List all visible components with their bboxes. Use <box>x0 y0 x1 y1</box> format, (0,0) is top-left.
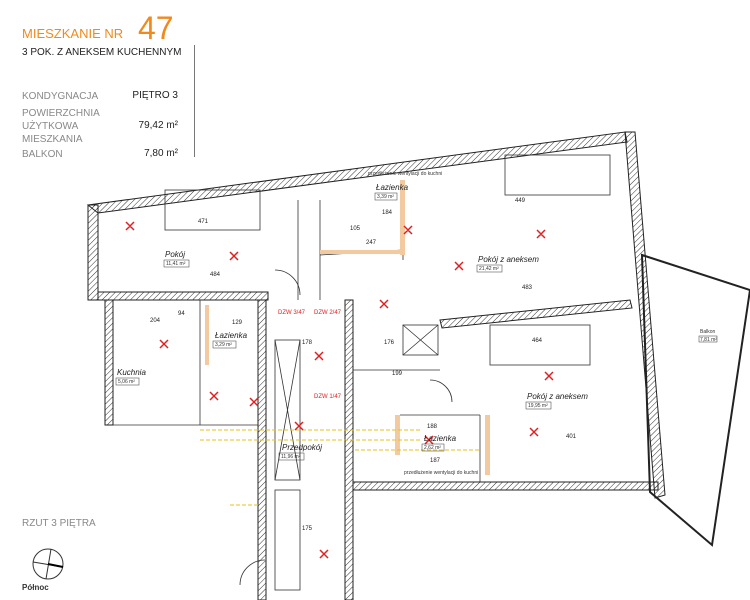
svg-text:401: 401 <box>566 434 577 440</box>
room-label-lazienka-1: Łazienka 3,39 m² <box>374 183 409 201</box>
room-label-balkon: Balkon 7,81 m² <box>698 329 717 343</box>
bathroom-partitions <box>205 180 490 475</box>
spec-value-area: 79,42 m² <box>138 120 178 131</box>
room-label-pokoj-1: Pokój 11,41 m² <box>163 250 190 268</box>
svg-text:3,39 m²: 3,39 m² <box>377 194 394 200</box>
dimension-labels: 471 484 204 94 129 178 176 199 105 247 1… <box>150 198 577 532</box>
apartment-title: MIESZKANIE NR <box>22 26 124 41</box>
room-label-przedpokoj: Przedpokój 11,96 m² <box>278 443 322 461</box>
compass-label: Północ <box>22 583 49 592</box>
svg-text:94: 94 <box>178 311 185 317</box>
svg-text:105: 105 <box>350 226 361 232</box>
ventilation-notes: przedłużenie wentylacji do kuchni przedł… <box>368 171 478 476</box>
svg-text:129: 129 <box>232 320 243 326</box>
svg-text:19,95 m²: 19,95 m² <box>528 403 548 409</box>
svg-text:Pokój: Pokój <box>165 250 185 259</box>
balcony-outline <box>640 253 750 547</box>
svg-text:484: 484 <box>210 272 221 278</box>
svg-text:DZW 1/47: DZW 1/47 <box>314 394 342 400</box>
svg-text:187: 187 <box>430 458 441 464</box>
svg-text:247: 247 <box>366 240 377 246</box>
svg-text:7,81 m²: 7,81 m² <box>700 337 717 343</box>
plan-title: RZUT 3 PIĘTRA <box>22 518 96 529</box>
room-label-pokoj-z-aneksem-1: Pokój z aneksem 21,42 m² <box>476 255 539 273</box>
room-label-lazienka-3: Łazienka 2,62 m² <box>421 434 457 452</box>
room-label-kuchnia: Kuchnia 5,06 m² <box>115 368 146 386</box>
svg-text:przedłużenie wentylacji do kuc: przedłużenie wentylacji do kuchni <box>368 171 442 177</box>
svg-text:Przedpokój: Przedpokój <box>282 443 322 452</box>
svg-text:DZW 3/47: DZW 3/47 <box>278 310 306 316</box>
svg-text:5,06 m²: 5,06 m² <box>118 379 135 385</box>
svg-text:Łazienka: Łazienka <box>424 434 457 443</box>
svg-text:464: 464 <box>532 338 543 344</box>
svg-text:176: 176 <box>384 340 395 346</box>
svg-text:178: 178 <box>302 340 313 346</box>
electrical-markers <box>125 221 554 559</box>
svg-text:483: 483 <box>522 285 533 291</box>
svg-text:Balkon: Balkon <box>700 329 716 335</box>
svg-text:184: 184 <box>382 210 393 216</box>
svg-text:11,41 m²: 11,41 m² <box>166 261 186 267</box>
door-labels: DZW 3/47 DZW 2/47 DZW 1/47 <box>278 310 342 400</box>
svg-text:Kuchnia: Kuchnia <box>117 368 146 377</box>
svg-text:przedłużenie wentylacji do kuc: przedłużenie wentylacji do kuchni <box>404 470 478 476</box>
svg-text:11,96 m²: 11,96 m² <box>281 454 301 460</box>
svg-text:Pokój z aneksem: Pokój z aneksem <box>527 392 588 401</box>
spec-value-floor: PIĘTRO 3 <box>132 90 178 101</box>
spec-label-balcony: BALKON <box>22 149 63 160</box>
room-label-lazienka-2: Łazienka 3,29 m² <box>212 331 248 349</box>
svg-text:DZW 2/47: DZW 2/47 <box>314 310 342 316</box>
svg-text:Łazienka: Łazienka <box>376 183 409 192</box>
svg-text:Łazienka: Łazienka <box>215 331 248 340</box>
svg-text:21,42 m²: 21,42 m² <box>479 266 499 272</box>
room-label-pokoj-z-aneksem-2: Pokój z aneksem 19,95 m² <box>525 392 588 410</box>
spec-label-floor: KONDYGNACJA <box>22 91 99 102</box>
svg-text:188: 188 <box>427 424 438 430</box>
spec-label-area: POWIERZCHNIA UŻYTKOWA MIESZKANIA <box>22 108 100 145</box>
svg-text:199: 199 <box>392 371 403 377</box>
svg-text:204: 204 <box>150 318 161 324</box>
svg-text:175: 175 <box>302 526 313 532</box>
compass-icon <box>32 548 64 580</box>
interior-walls <box>113 154 611 591</box>
svg-text:2,62 m²: 2,62 m² <box>424 445 441 451</box>
spec-value-balcony: 7,80 m² <box>144 148 178 159</box>
svg-text:449: 449 <box>515 198 526 204</box>
apartment-subtitle: 3 POK. Z ANEKSEM KUCHENNYM <box>22 47 182 58</box>
apartment-number: 47 <box>138 10 174 46</box>
exterior-walls <box>86 131 666 600</box>
svg-text:3,29 m²: 3,29 m² <box>215 342 232 348</box>
header-divider <box>194 45 195 157</box>
gas-lines <box>200 429 480 506</box>
svg-text:Pokój z aneksem: Pokój z aneksem <box>478 255 539 264</box>
svg-text:471: 471 <box>198 219 209 225</box>
